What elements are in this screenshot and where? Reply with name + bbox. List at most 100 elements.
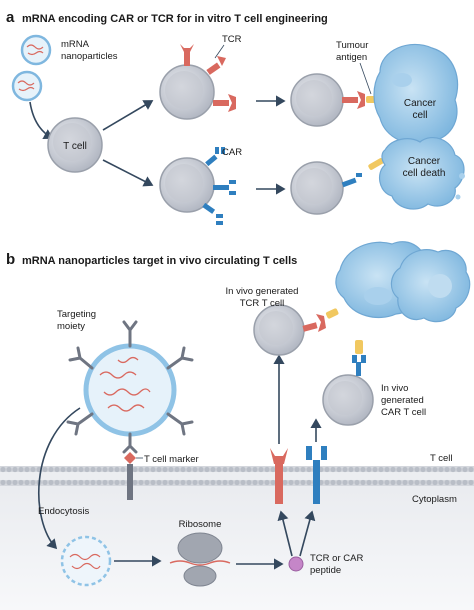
endocytosis-arrow [37,407,81,550]
lipid-head [174,479,180,486]
lipid-head [228,479,234,486]
lipid-head [450,466,456,473]
lipid-head [288,479,294,486]
lipid-head [300,466,306,473]
tumour-antigen-label-line2: antigen [336,52,367,63]
lipid-head [60,479,66,486]
lipid-head [294,466,300,473]
lipid-head [324,479,330,486]
lipid-head [234,479,240,486]
lipid-head [330,479,336,486]
lipid-head [12,466,18,473]
lipid-head [336,466,342,473]
t-cell-marker-label: T cell marker [144,454,199,465]
lipid-head [240,466,246,473]
tcr-receptor-right [213,94,236,112]
lipid-head [18,479,24,486]
lipid-head [180,466,186,473]
tumour-antigen-label-line1: Tumour [336,40,368,51]
car-receptor-upper [205,147,225,167]
lipid-head [354,479,360,486]
peptide-icon [288,556,304,572]
lipid-head [228,466,234,473]
lipid-head [306,466,312,473]
panel-a-title: mRNA encoding CAR or TCR for in vitro T … [22,13,328,25]
lipid-head [144,466,150,473]
lipid-head [222,479,228,486]
lipid-head [426,466,432,473]
lipid-head [54,466,60,473]
lipid-head [66,479,72,486]
cancer-death-label-line1: Cancer [408,156,441,167]
car-label: CAR [222,147,242,158]
lipid-head [42,466,48,473]
tcr-t-cell-engaged [290,73,365,127]
tcr-label-leader [214,44,225,59]
lipid-head [240,479,246,486]
lipid-head [246,479,252,486]
lipid-head [348,466,354,473]
lipid-head [96,479,102,486]
lipid-head [390,466,396,473]
cancer-cell-label-line2: cell [412,110,427,121]
lipid-head [138,479,144,486]
lipid-head [408,466,414,473]
car-generated-label-line3: CAR T cell [381,407,426,418]
lipid-head [72,479,78,486]
arrow-tcell-to-tcr [102,100,154,131]
lipid-head [420,479,426,486]
lipid-head [162,466,168,473]
lipid-head [6,466,12,473]
ribosome [169,532,231,587]
lipid-head [204,466,210,473]
cancer-cell-death [378,137,465,210]
lipid-head [90,466,96,473]
lipid-head [60,466,66,473]
lipid-head [360,479,366,486]
lipid-head [252,466,258,473]
lipid-head [162,479,168,486]
car-receptor-lower [202,202,223,225]
lipid-head [414,466,420,473]
lipid-head [78,479,84,486]
lipid-head [198,479,204,486]
lipid-head [102,466,108,473]
lipid-head [30,479,36,486]
lipid-head [306,479,312,486]
lipid-head [210,466,216,473]
endosome [60,535,112,587]
lipid-head [468,479,474,486]
lipid-head [108,479,114,486]
lipid-head [408,479,414,486]
lipid-head [114,479,120,486]
mrna-label-line2: nanoparticles [61,51,118,62]
lipid-head [414,479,420,486]
lipid-head [282,466,288,473]
lipid-head [270,466,276,473]
lipid-head [66,466,72,473]
membrane-car [306,446,327,504]
endocytosis-label: Endocytosis [38,506,89,517]
targeted-nanoparticle [83,343,177,437]
lipid-head [0,479,6,486]
peptide-label-line2: peptide [310,565,341,576]
arrow-peptide-to-tcr [277,510,293,557]
lipid-head [396,479,402,486]
lipid-head [258,466,264,473]
lipid-head [108,466,114,473]
lipid-head [210,479,216,486]
lipid-head [114,466,120,473]
lipid-head [30,466,36,473]
lipid-head [18,466,24,473]
t-cell-marker [124,452,136,500]
mrna-nanoparticle-2 [11,70,43,102]
lipid-head [150,466,156,473]
lipid-head [384,479,390,486]
lipid-head [90,479,96,486]
lipid-head [84,466,90,473]
lipid-head [198,466,204,473]
lipid-head [48,479,54,486]
lipid-head [426,479,432,486]
mrna-nanoparticle-1 [20,34,52,66]
